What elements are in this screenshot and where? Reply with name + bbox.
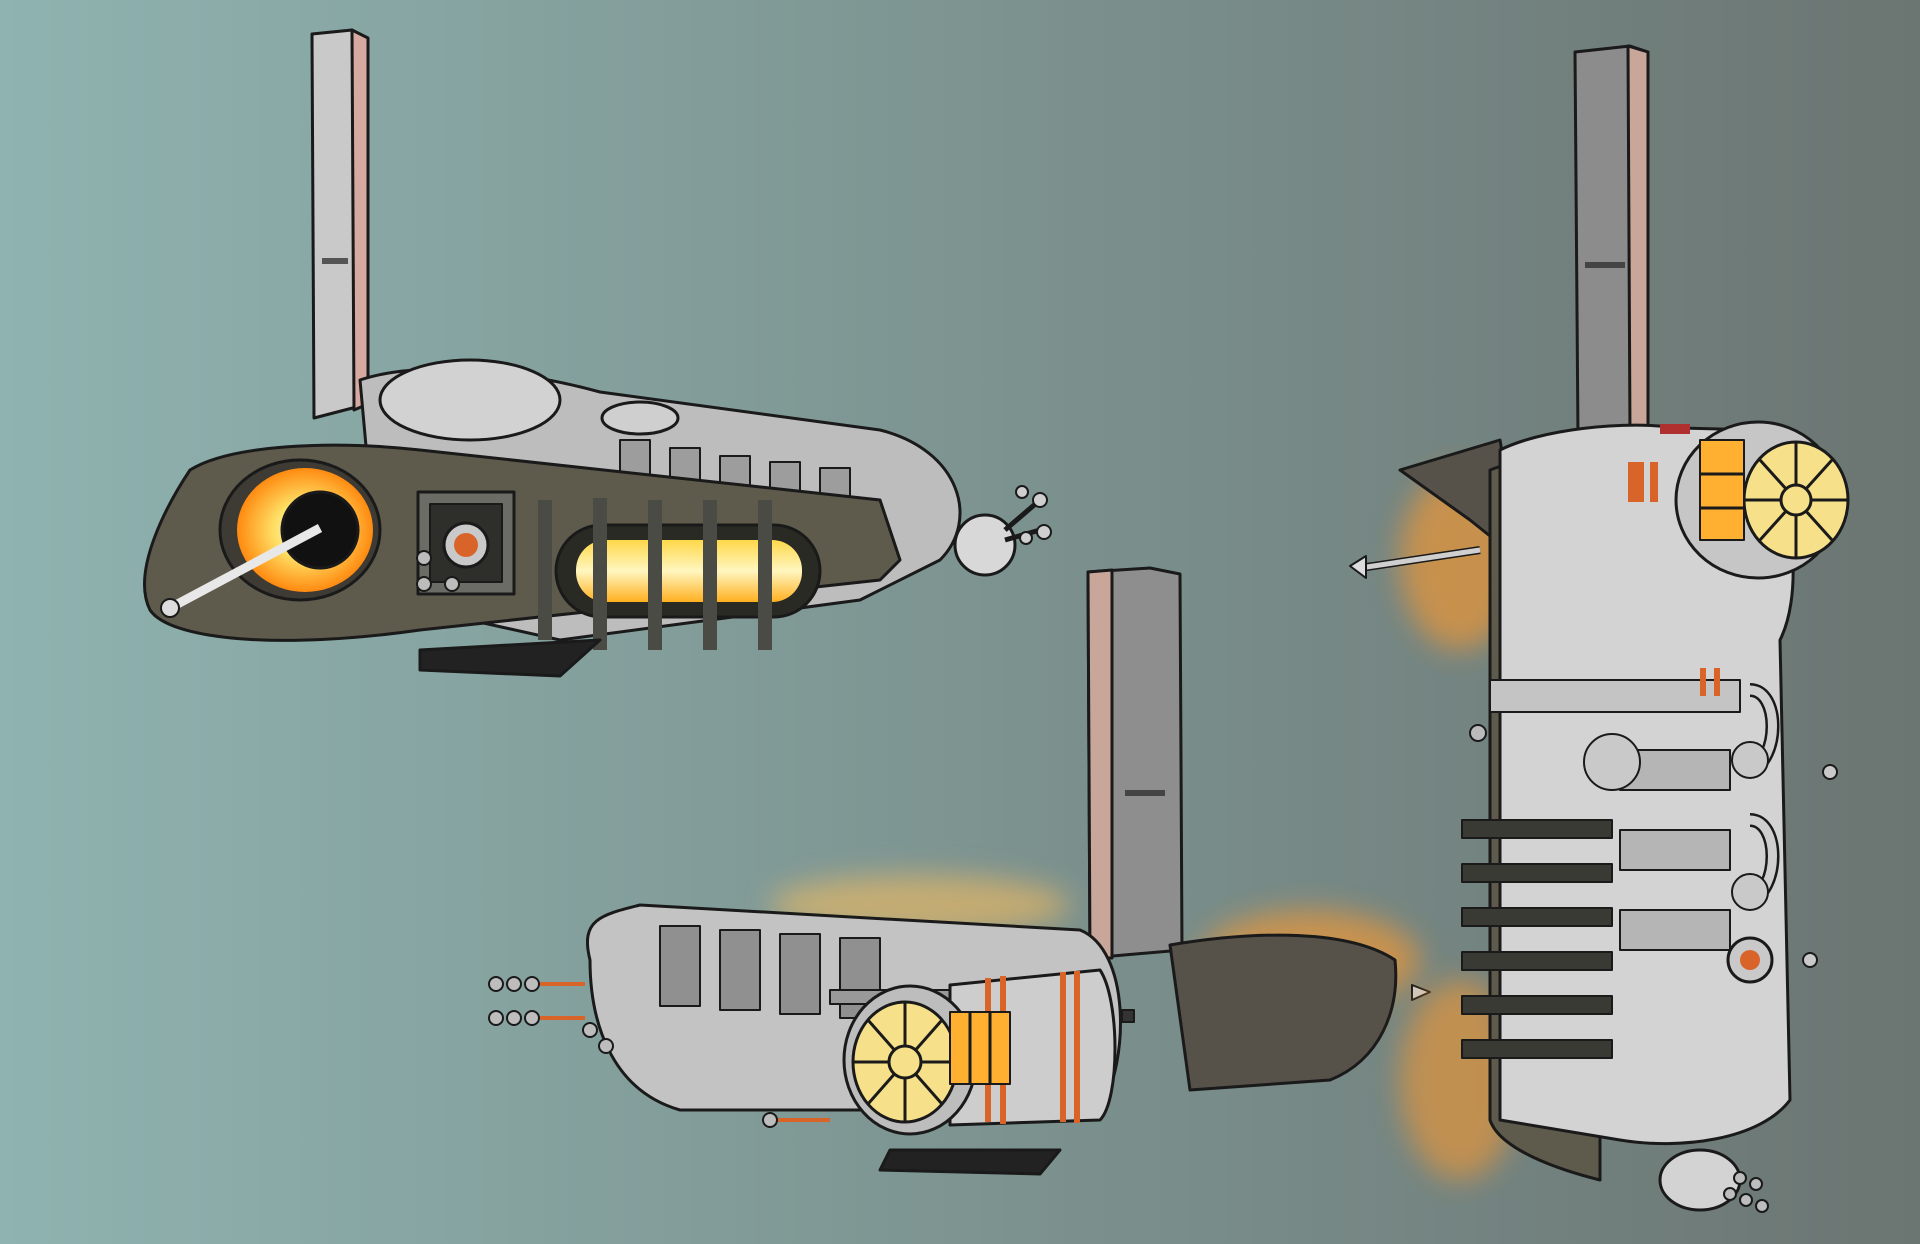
nose-sphere bbox=[953, 513, 1017, 577]
aft-sphere bbox=[1658, 1148, 1742, 1212]
dome-cap bbox=[600, 400, 680, 436]
antenna-cluster bbox=[1003, 485, 1052, 545]
antenna-array bbox=[488, 976, 778, 1128]
front-low-view bbox=[488, 566, 1431, 1176]
rear-three-quarter-view bbox=[143, 28, 1052, 678]
reactor-glow-bar bbox=[576, 540, 802, 602]
dorsal-fin bbox=[310, 28, 370, 420]
port-hatch bbox=[1583, 733, 1641, 791]
front-vertical-view bbox=[1349, 44, 1850, 1213]
